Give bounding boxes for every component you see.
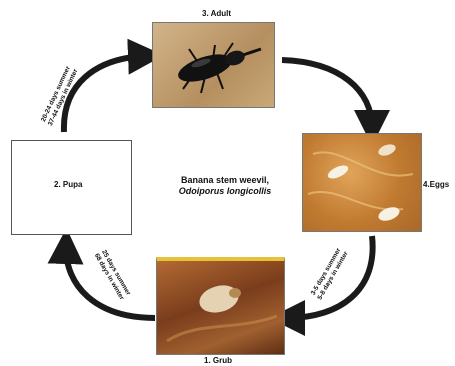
center-title: Banana stem weevil, Odoiporus longicolli… xyxy=(150,175,300,197)
grub-photo xyxy=(156,257,285,355)
stage-label-eggs: 4.Eggs xyxy=(423,180,449,189)
adult-weevil-photo xyxy=(152,22,275,108)
common-name: Banana stem weevil, xyxy=(181,175,269,185)
scientific-name: Odoiporus longicollis xyxy=(150,186,300,197)
stage-label-grub: 1. Grub xyxy=(204,356,232,365)
eggs-icon xyxy=(303,134,421,231)
eggs-photo xyxy=(302,133,422,232)
arrow-pupa-to-adult xyxy=(64,56,146,132)
weevil-icon xyxy=(153,23,274,107)
stage-label-pupa: 2. Pupa xyxy=(54,180,82,189)
arrow-adult-to-eggs xyxy=(282,60,372,128)
stage-label-adult: 3. Adult xyxy=(202,9,231,18)
grub-icon xyxy=(157,261,284,353)
